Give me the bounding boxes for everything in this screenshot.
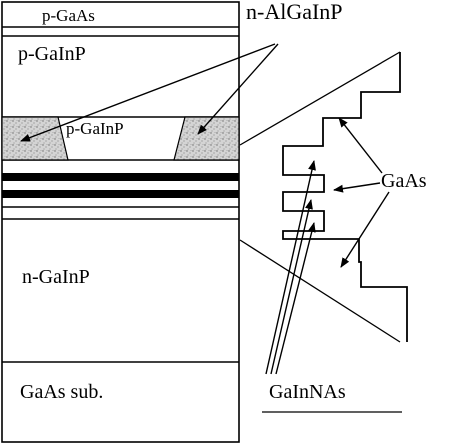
- well-arrow-upper: [265, 160, 316, 375]
- barrier-arrow-upper: [338, 117, 383, 174]
- callout-arrows: [20, 43, 390, 375]
- barrier-arrow-middle: [333, 182, 381, 193]
- lower-cladding-label: n-GaInP: [22, 266, 90, 288]
- barrier-callout-label: GaAs: [381, 170, 427, 192]
- substrate-label: GaAs sub.: [20, 381, 103, 403]
- zoom-line-upper: [239, 51, 401, 146]
- well-callout-label: GaInNAs: [269, 381, 346, 403]
- blocking-arrow-right: [197, 43, 279, 135]
- cap-layer-label: p-GaAs: [42, 6, 95, 25]
- band-diagram: [282, 52, 408, 342]
- zoom-projection: [239, 51, 401, 343]
- ridge-label: p-GaInP: [66, 119, 124, 138]
- upper-cladding-label: p-GaInP: [18, 43, 86, 65]
- layer-stack: p-GaAs p-GaInP p-GaInP n-GaInP GaAs sub.: [1, 1, 240, 443]
- blocking-layer-callout-label: n-AlGaInP: [246, 0, 343, 24]
- stack-outline: [1, 1, 240, 443]
- well-arrow-middle: [270, 199, 313, 375]
- zoom-line-lower: [239, 239, 401, 343]
- quantum-well-layer: [2, 190, 239, 198]
- blocking-arrow-left: [20, 43, 276, 142]
- well-arrow-lower: [275, 222, 316, 375]
- blocking-region-right: [173, 116, 240, 161]
- blocking-region-left: [1, 116, 69, 161]
- quantum-well-layer: [2, 173, 239, 181]
- barrier-arrow-lower: [340, 191, 390, 268]
